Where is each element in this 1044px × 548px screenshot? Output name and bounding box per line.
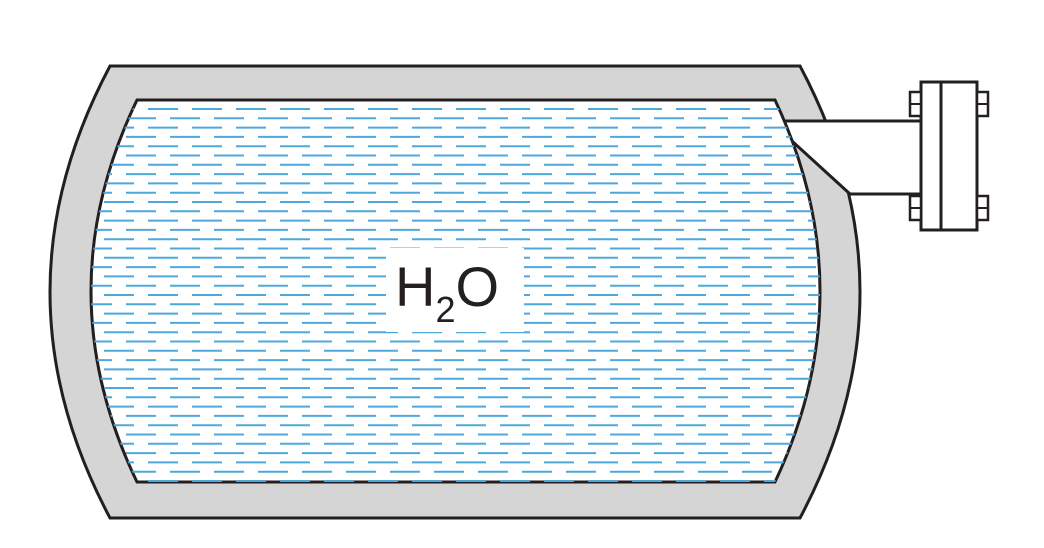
flange [908, 80, 990, 232]
label-tail: O [455, 255, 499, 318]
hex-bolt-icon [908, 194, 990, 222]
water-label: H2O [386, 248, 524, 332]
hex-bolt-icon [908, 90, 990, 118]
label-main: H [395, 255, 435, 318]
flange-plate-left [919, 80, 943, 232]
svg-text:H2O: H2O [395, 255, 499, 330]
label-subscript: 2 [435, 289, 455, 330]
flange-plate-right [939, 80, 979, 232]
